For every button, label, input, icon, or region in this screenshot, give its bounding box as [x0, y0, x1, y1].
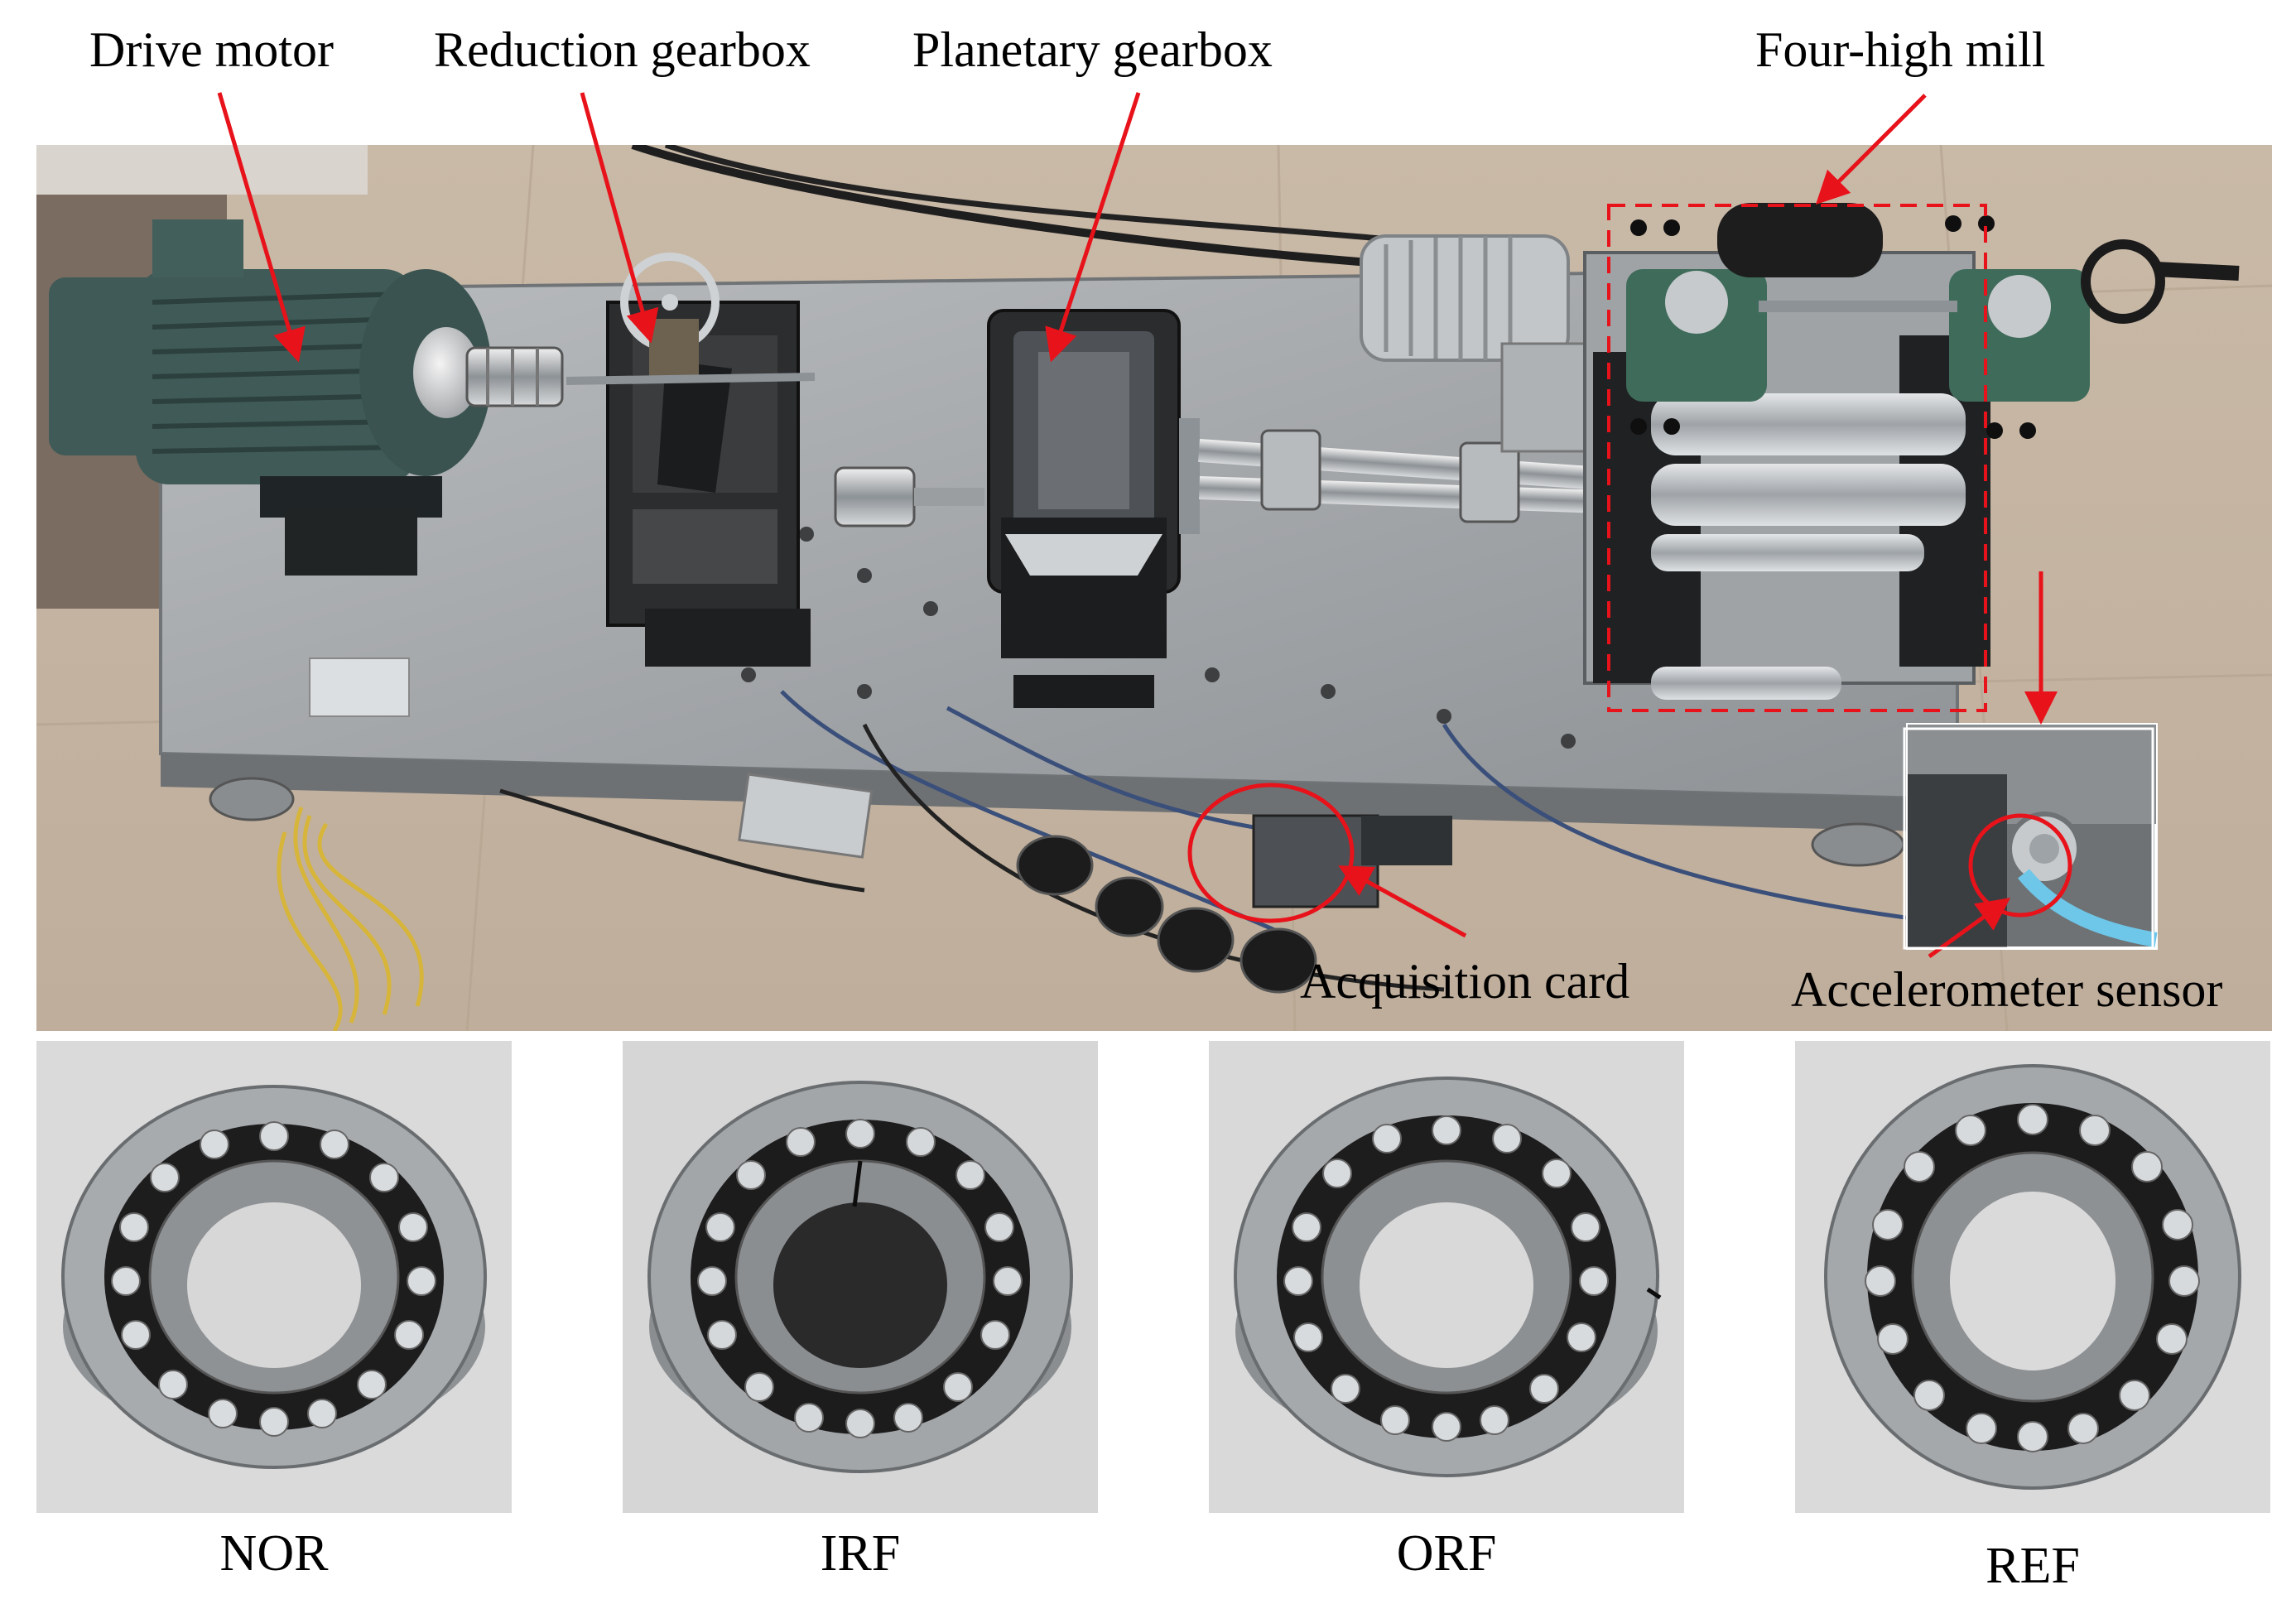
label-accelerometer-sensor: Accelerometer sensor	[1791, 962, 2223, 1017]
label-reduction-gearbox: Reduction gearbox	[434, 22, 811, 77]
test-rig-photo	[36, 145, 2272, 1031]
label-acquisition-card: Acquisition card	[1300, 954, 1630, 1009]
caption-irf: IRF	[820, 1525, 901, 1582]
caption-nor: NOR	[219, 1525, 329, 1582]
caption-orf: ORF	[1396, 1525, 1497, 1582]
bearing-photo-orf	[1209, 1041, 1684, 1513]
bearing-photo-irf	[623, 1041, 1098, 1513]
bearing-photo-nor	[36, 1041, 512, 1513]
label-planetary-gearbox: Planetary gearbox	[912, 22, 1273, 77]
caption-ref: REF	[1986, 1538, 2080, 1594]
label-four-high-mill: Four-high mill	[1755, 22, 2046, 77]
bearing-photo-ref	[1795, 1041, 2270, 1513]
label-drive-motor: Drive motor	[89, 22, 334, 77]
